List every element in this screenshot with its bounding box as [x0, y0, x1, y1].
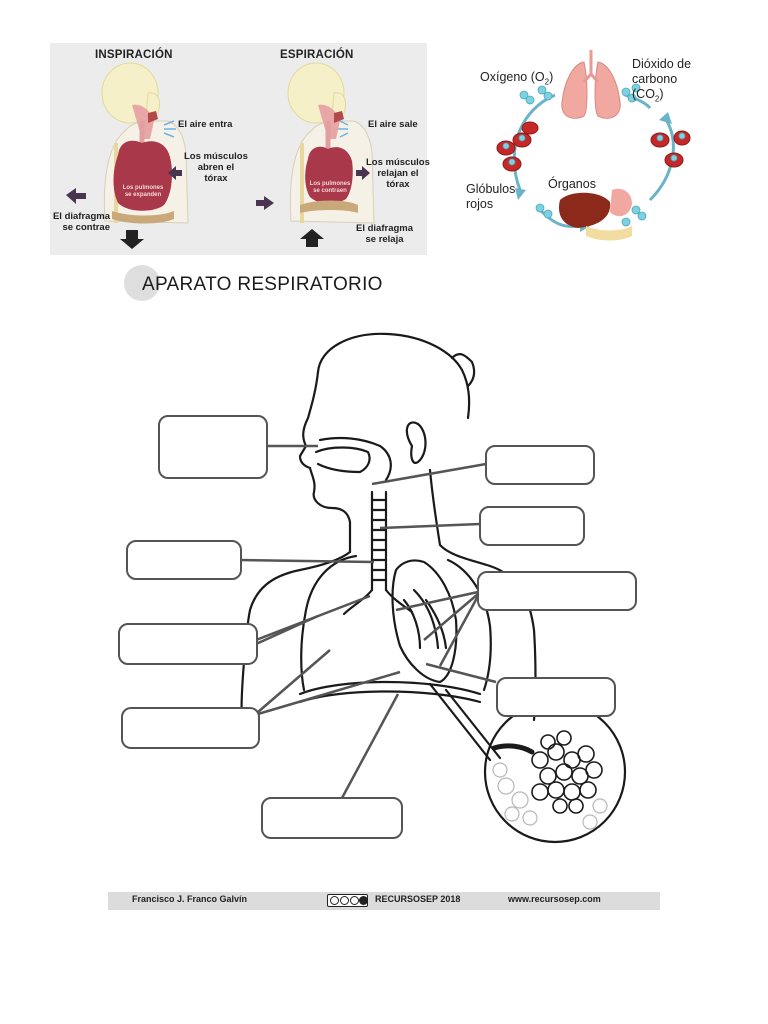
- lungs-contract-label: Los pulmones se contraen: [309, 181, 351, 194]
- organs-label: Órganos: [548, 177, 596, 191]
- breathing-illustration: [66, 62, 375, 249]
- label-box-larynx[interactable]: [479, 506, 585, 546]
- cc-license-icon: [327, 894, 368, 907]
- breathing-panel: INSPIRACIÓN ESPIRACIÓN El aire entra Los…: [50, 43, 430, 255]
- lungs-icon: [561, 50, 621, 119]
- expiration-title: ESPIRACIÓN: [280, 49, 354, 61]
- air-out-label: El aire sale: [368, 119, 418, 130]
- label-box-nasal[interactable]: [158, 415, 268, 479]
- footer-project: RECURSOSEP 2018: [375, 894, 461, 904]
- diaphragm-contracts-label: El diafragma se contrae: [52, 211, 110, 233]
- muscles-relax-label: Los músculos relajan el tórax: [366, 157, 430, 190]
- page-title: APARATO RESPIRATORIO: [142, 274, 383, 295]
- organs-icon: [558, 188, 632, 241]
- cycle-illustration: [496, 50, 691, 241]
- label-box-bronchi[interactable]: [477, 571, 637, 611]
- molecule-icons: [502, 83, 686, 227]
- footer-website[interactable]: www.recursosep.com: [508, 894, 601, 904]
- oxygen-label: Oxígeno (O2): [480, 70, 554, 87]
- air-in-label: El aire entra: [178, 119, 233, 130]
- label-box-trachea[interactable]: [126, 540, 242, 580]
- inspiration-title: INSPIRACIÓN: [95, 49, 173, 61]
- inspiration-figure: [66, 62, 189, 249]
- label-box-pharynx[interactable]: [485, 445, 595, 485]
- label-box-alveoli[interactable]: [496, 677, 616, 717]
- footer-author: Francisco J. Franco Galvín: [132, 894, 248, 904]
- diaphragm-relaxes-label: El diafragma se relaja: [356, 223, 414, 245]
- lungs-expand-label: Los pulmones se expanden: [122, 185, 164, 198]
- label-box-lungs[interactable]: [118, 623, 258, 665]
- label-box-diaphragm[interactable]: [261, 797, 403, 839]
- muscles-open-label: Los músculos abren el tórax: [184, 151, 248, 184]
- title-decoration: [124, 265, 160, 301]
- expiration-figure: [256, 62, 375, 247]
- footer-bar: Francisco J. Franco Galvín RECURSOSEP 20…: [108, 892, 660, 910]
- label-box-pleura[interactable]: [121, 707, 260, 749]
- label-connector-lines: [239, 444, 497, 799]
